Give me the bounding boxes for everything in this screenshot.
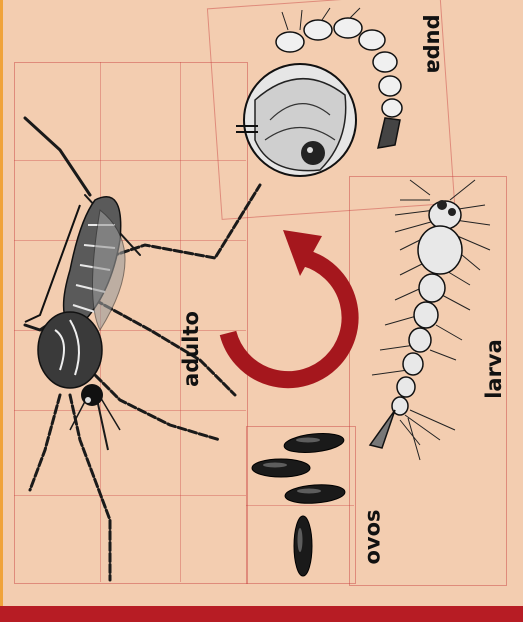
- cycle-arrow: [228, 230, 350, 380]
- label-larva: larva: [482, 339, 506, 399]
- label-adulto: adulto: [179, 311, 203, 387]
- adult-mosquito-illustration: [25, 118, 260, 580]
- egg: [294, 516, 312, 576]
- bottom-bar: [0, 606, 523, 622]
- egg: [283, 431, 345, 455]
- label-pupa: pupa: [423, 14, 447, 73]
- pupa-illustration: [236, 8, 402, 176]
- label-ovos: ovos: [361, 509, 385, 564]
- egg: [252, 459, 310, 477]
- larva-illustration: [370, 180, 490, 460]
- egg: [284, 483, 345, 505]
- eggs-illustration: [252, 431, 346, 576]
